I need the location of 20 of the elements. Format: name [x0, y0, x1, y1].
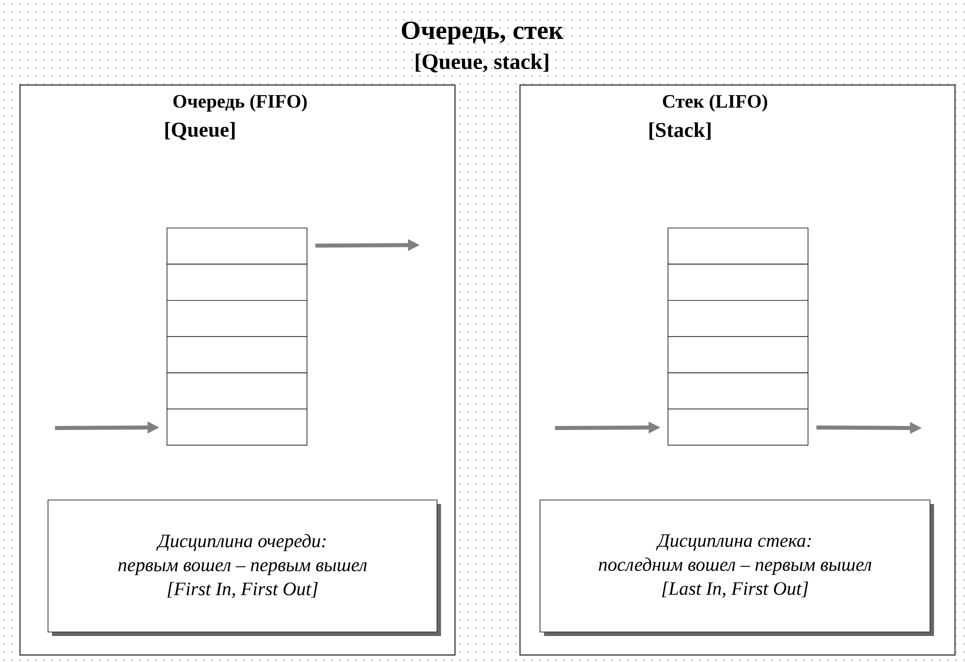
memory-cell	[668, 228, 808, 265]
memory-cell	[166, 408, 308, 446]
description-box: Дисциплина очереди: первым вошел – первым вышел [First In, First Out]	[48, 500, 441, 636]
memory-cell	[166, 300, 308, 337]
memory-cell	[166, 228, 308, 265]
title: Очередь, стек	[402, 22, 564, 44]
panel-heading: Стек (LIFO)	[662, 94, 768, 112]
memory-cell	[668, 264, 808, 301]
panel-heading: Очередь (FIFO)	[173, 94, 307, 112]
memory-cell	[668, 300, 808, 337]
memory-cell	[668, 372, 808, 410]
memory-cell	[166, 336, 308, 374]
subtitle: [Queue, stack]	[416, 54, 548, 72]
memory-cell	[166, 372, 308, 410]
memory-cell	[668, 336, 808, 374]
memory-cell	[668, 408, 808, 446]
description-box: Дисциплина стека: последним вошел – первым вышел [Last In, First Out]	[540, 500, 934, 636]
panel-heading: [Stack]	[649, 122, 711, 140]
panel-heading: [Queue]	[165, 122, 235, 140]
memory-cell	[166, 264, 308, 301]
